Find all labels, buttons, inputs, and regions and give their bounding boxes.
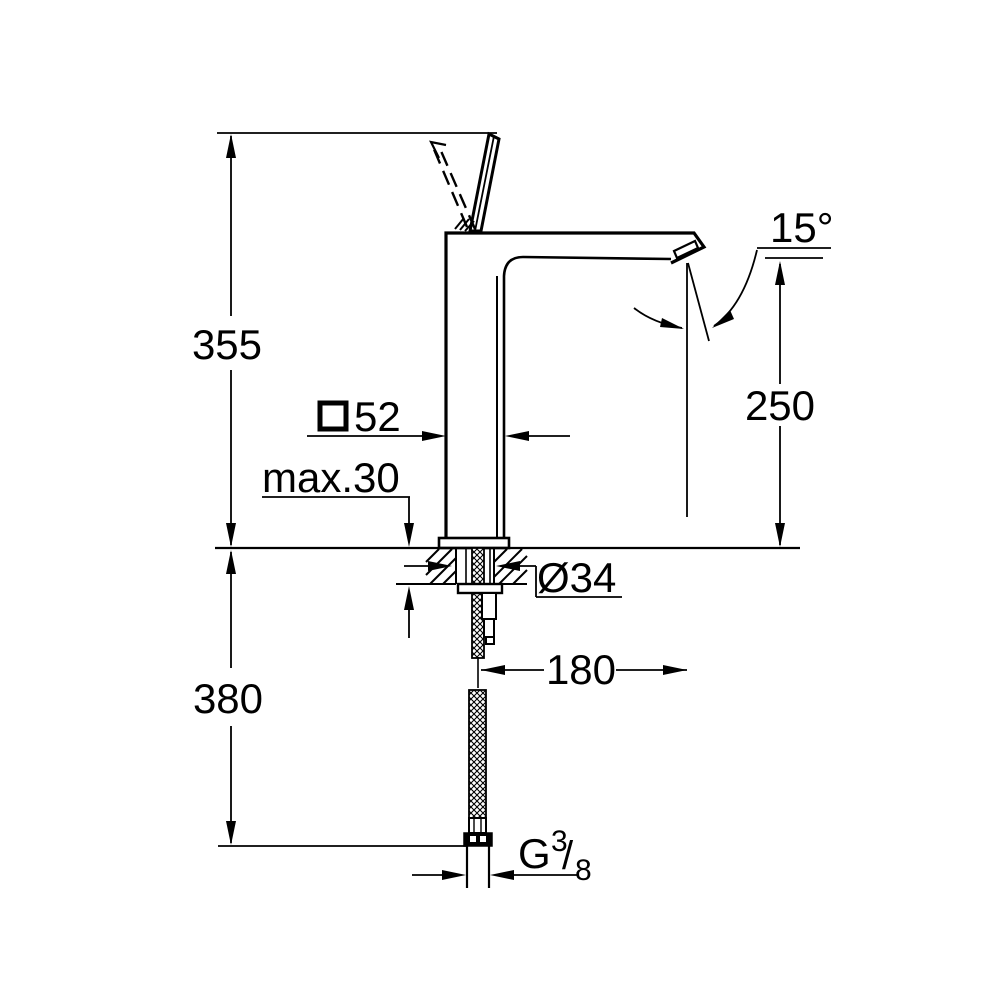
lever-handle — [468, 131, 501, 233]
label-max30: max.30 — [262, 454, 400, 501]
dimension-dia34 — [404, 561, 622, 598]
hose-shank-step3 — [485, 636, 495, 645]
braided-hose — [468, 689, 487, 819]
label-52: 52 — [354, 393, 401, 440]
dimension-square52 — [307, 400, 570, 441]
dimension-355 — [217, 132, 497, 547]
counter-hatching-left — [425, 548, 457, 585]
lever-pivot-hatching — [454, 217, 475, 232]
dimension-g38 — [412, 870, 578, 880]
label-thread-denominator: 8 — [575, 854, 592, 887]
label-180: 180 — [546, 646, 616, 693]
angle-15deg — [633, 247, 831, 517]
countertop — [215, 546, 800, 585]
nut-highlight — [470, 836, 476, 842]
connector-nut — [463, 832, 493, 847]
square-section-symbol — [317, 400, 349, 432]
dimension-180 — [481, 665, 687, 675]
dimension-max30 — [262, 496, 414, 638]
label-15deg: 15° — [770, 204, 834, 251]
mounting-washer — [456, 582, 504, 595]
lever-dashed-line-2 — [439, 150, 477, 230]
hose-crimp — [468, 817, 487, 834]
label-355: 355 — [192, 321, 262, 368]
nut-highlight — [480, 836, 486, 842]
label-dia34: Ø34 — [537, 554, 616, 601]
spout-underside — [502, 255, 672, 538]
faucet-body — [437, 231, 707, 550]
aerator — [672, 239, 700, 260]
stream-angled-line — [687, 262, 710, 342]
mounting-hardware — [456, 547, 504, 659]
label-380: 380 — [193, 675, 263, 722]
label-thread-slash: / — [562, 834, 574, 878]
dimension-250 — [765, 257, 823, 547]
counter-hatching-right — [493, 548, 528, 585]
lever-inner-line — [474, 135, 495, 232]
flexible-hose — [463, 657, 493, 888]
hose-shank-step1 — [481, 592, 497, 620]
angle-arc-right — [713, 249, 758, 327]
lever-motion-arrowhead — [429, 140, 447, 159]
label-thread-numerator: 3 — [551, 825, 568, 858]
label-250: 250 — [745, 382, 815, 429]
hose-shank-step2 — [483, 618, 495, 638]
faucet-outline — [444, 231, 707, 538]
label-g: G — [518, 830, 551, 877]
base-plate — [437, 536, 511, 550]
lever-dashed-line-1 — [431, 146, 469, 228]
dimension-380 — [218, 550, 467, 847]
lever-handle-alt-position — [429, 140, 477, 232]
